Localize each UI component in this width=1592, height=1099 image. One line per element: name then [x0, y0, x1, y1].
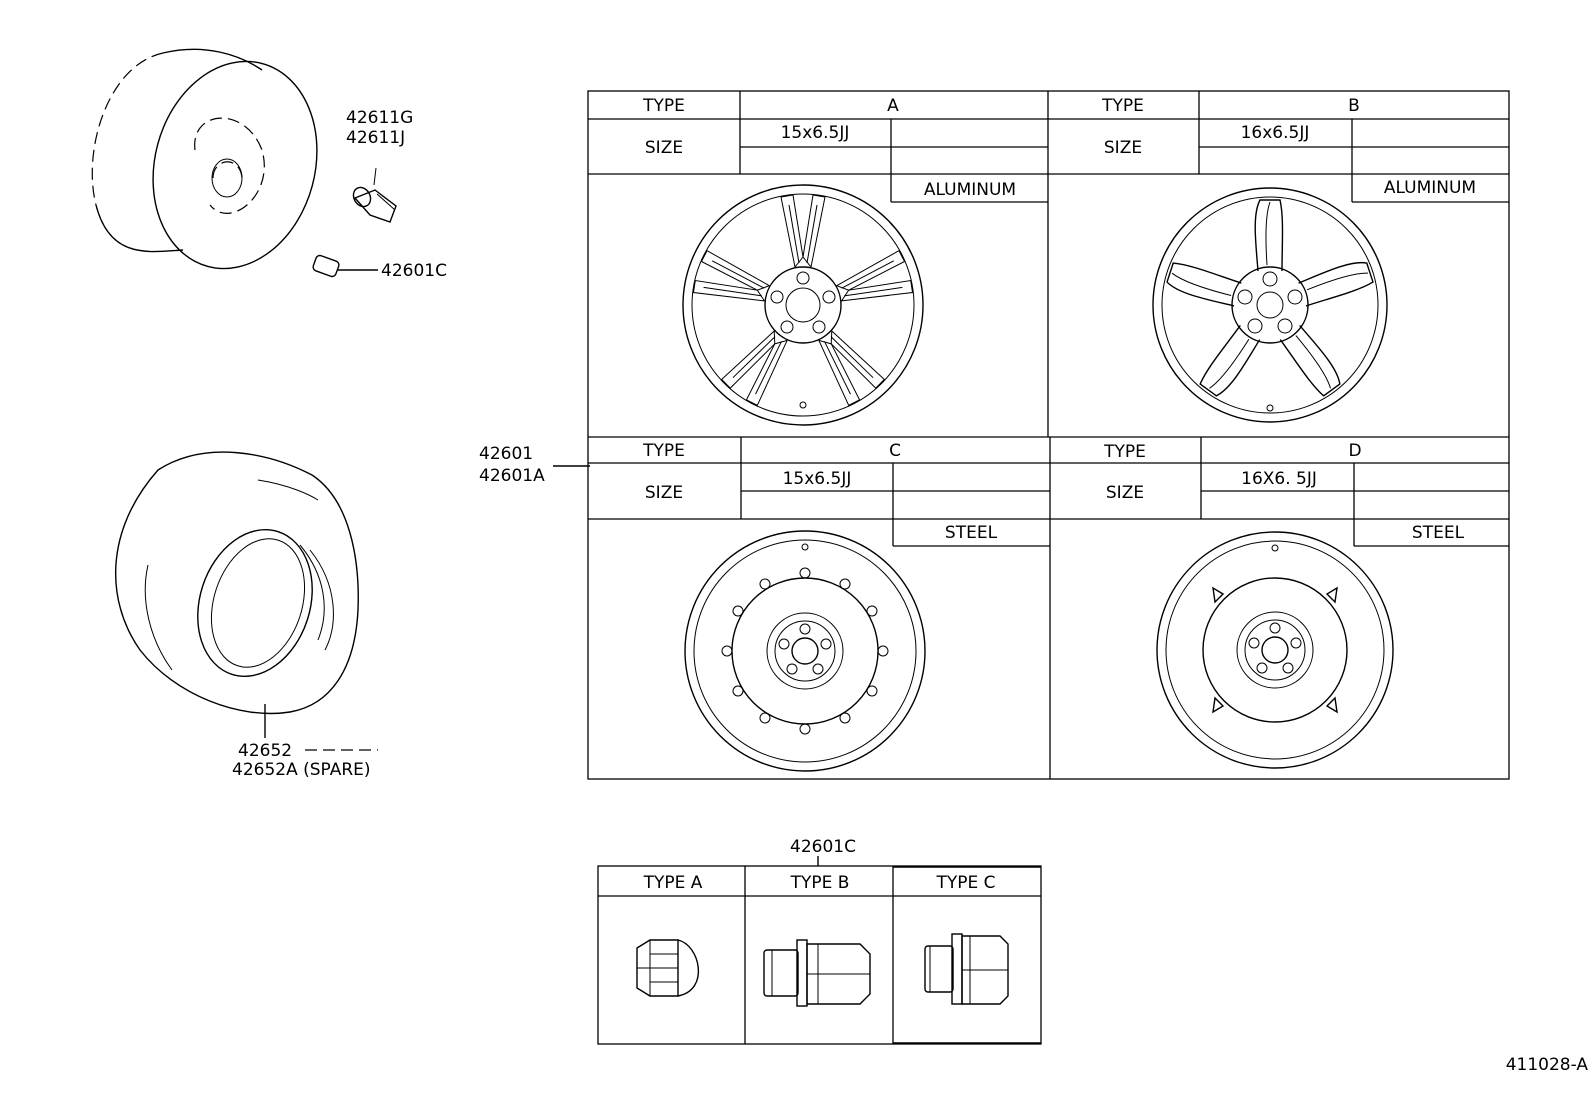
nut-type-table [597, 865, 1042, 1045]
part-label-42652: 42652 [238, 741, 292, 761]
type-header-b: TYPE [1101, 96, 1144, 116]
size-header-b: SIZE [1104, 138, 1142, 158]
material-d: STEEL [1412, 523, 1465, 543]
part-label-42601a: 42601A [479, 466, 545, 486]
type-value-a: A [887, 96, 899, 116]
nut-header-type-b: TYPE B [790, 873, 850, 893]
wheel-type-d-drawing [1156, 531, 1394, 769]
wheel-type-a-drawing [682, 184, 924, 426]
nut-type-b-drawing [763, 939, 871, 1007]
material-c: STEEL [945, 523, 998, 543]
part-label-42601c-nut-table: 42601C [790, 837, 856, 857]
nut-header-type-a: TYPE A [643, 873, 703, 893]
part-label-42611j: 42611J [346, 128, 405, 148]
size-value-c: 15x6.5JJ [783, 469, 852, 489]
figure-id: 411028-A [1506, 1055, 1589, 1075]
size-value-a: 15x6.5JJ [781, 123, 850, 143]
valve-stem-drawing [352, 167, 397, 223]
nut-header-type-c: TYPE C [935, 873, 995, 893]
type-header-d: TYPE [1103, 442, 1146, 462]
type-header-a: TYPE [642, 96, 685, 116]
size-value-d: 16X6. 5JJ [1241, 469, 1317, 489]
nut-type-c-drawing [924, 933, 1009, 1005]
wheel-type-table [587, 90, 1510, 780]
wheel-assembly-drawing [91, 48, 318, 270]
size-header-d: SIZE [1106, 483, 1144, 503]
type-value-d: D [1348, 441, 1361, 461]
part-label-42611g: 42611G [346, 108, 413, 128]
wheel-type-b-drawing [1152, 187, 1388, 423]
nut-type-a-drawing [636, 939, 700, 997]
part-label-42652a-spare: 42652A (SPARE) [232, 760, 371, 780]
part-label-42601: 42601 [479, 444, 533, 464]
tire-drawing [114, 451, 378, 751]
material-a: ALUMINUM [924, 180, 1016, 200]
size-value-b: 16x6.5JJ [1241, 123, 1310, 143]
size-header-c: SIZE [645, 483, 683, 503]
type-value-b: B [1348, 96, 1360, 116]
part-label-42601c-left: 42601C [381, 261, 447, 281]
type-header-c: TYPE [642, 441, 685, 461]
small-nut-drawing [312, 254, 378, 278]
material-b: ALUMINUM [1384, 178, 1476, 198]
type-value-c: C [889, 441, 901, 461]
wheel-type-c-drawing [684, 530, 926, 772]
size-header-a: SIZE [645, 138, 683, 158]
